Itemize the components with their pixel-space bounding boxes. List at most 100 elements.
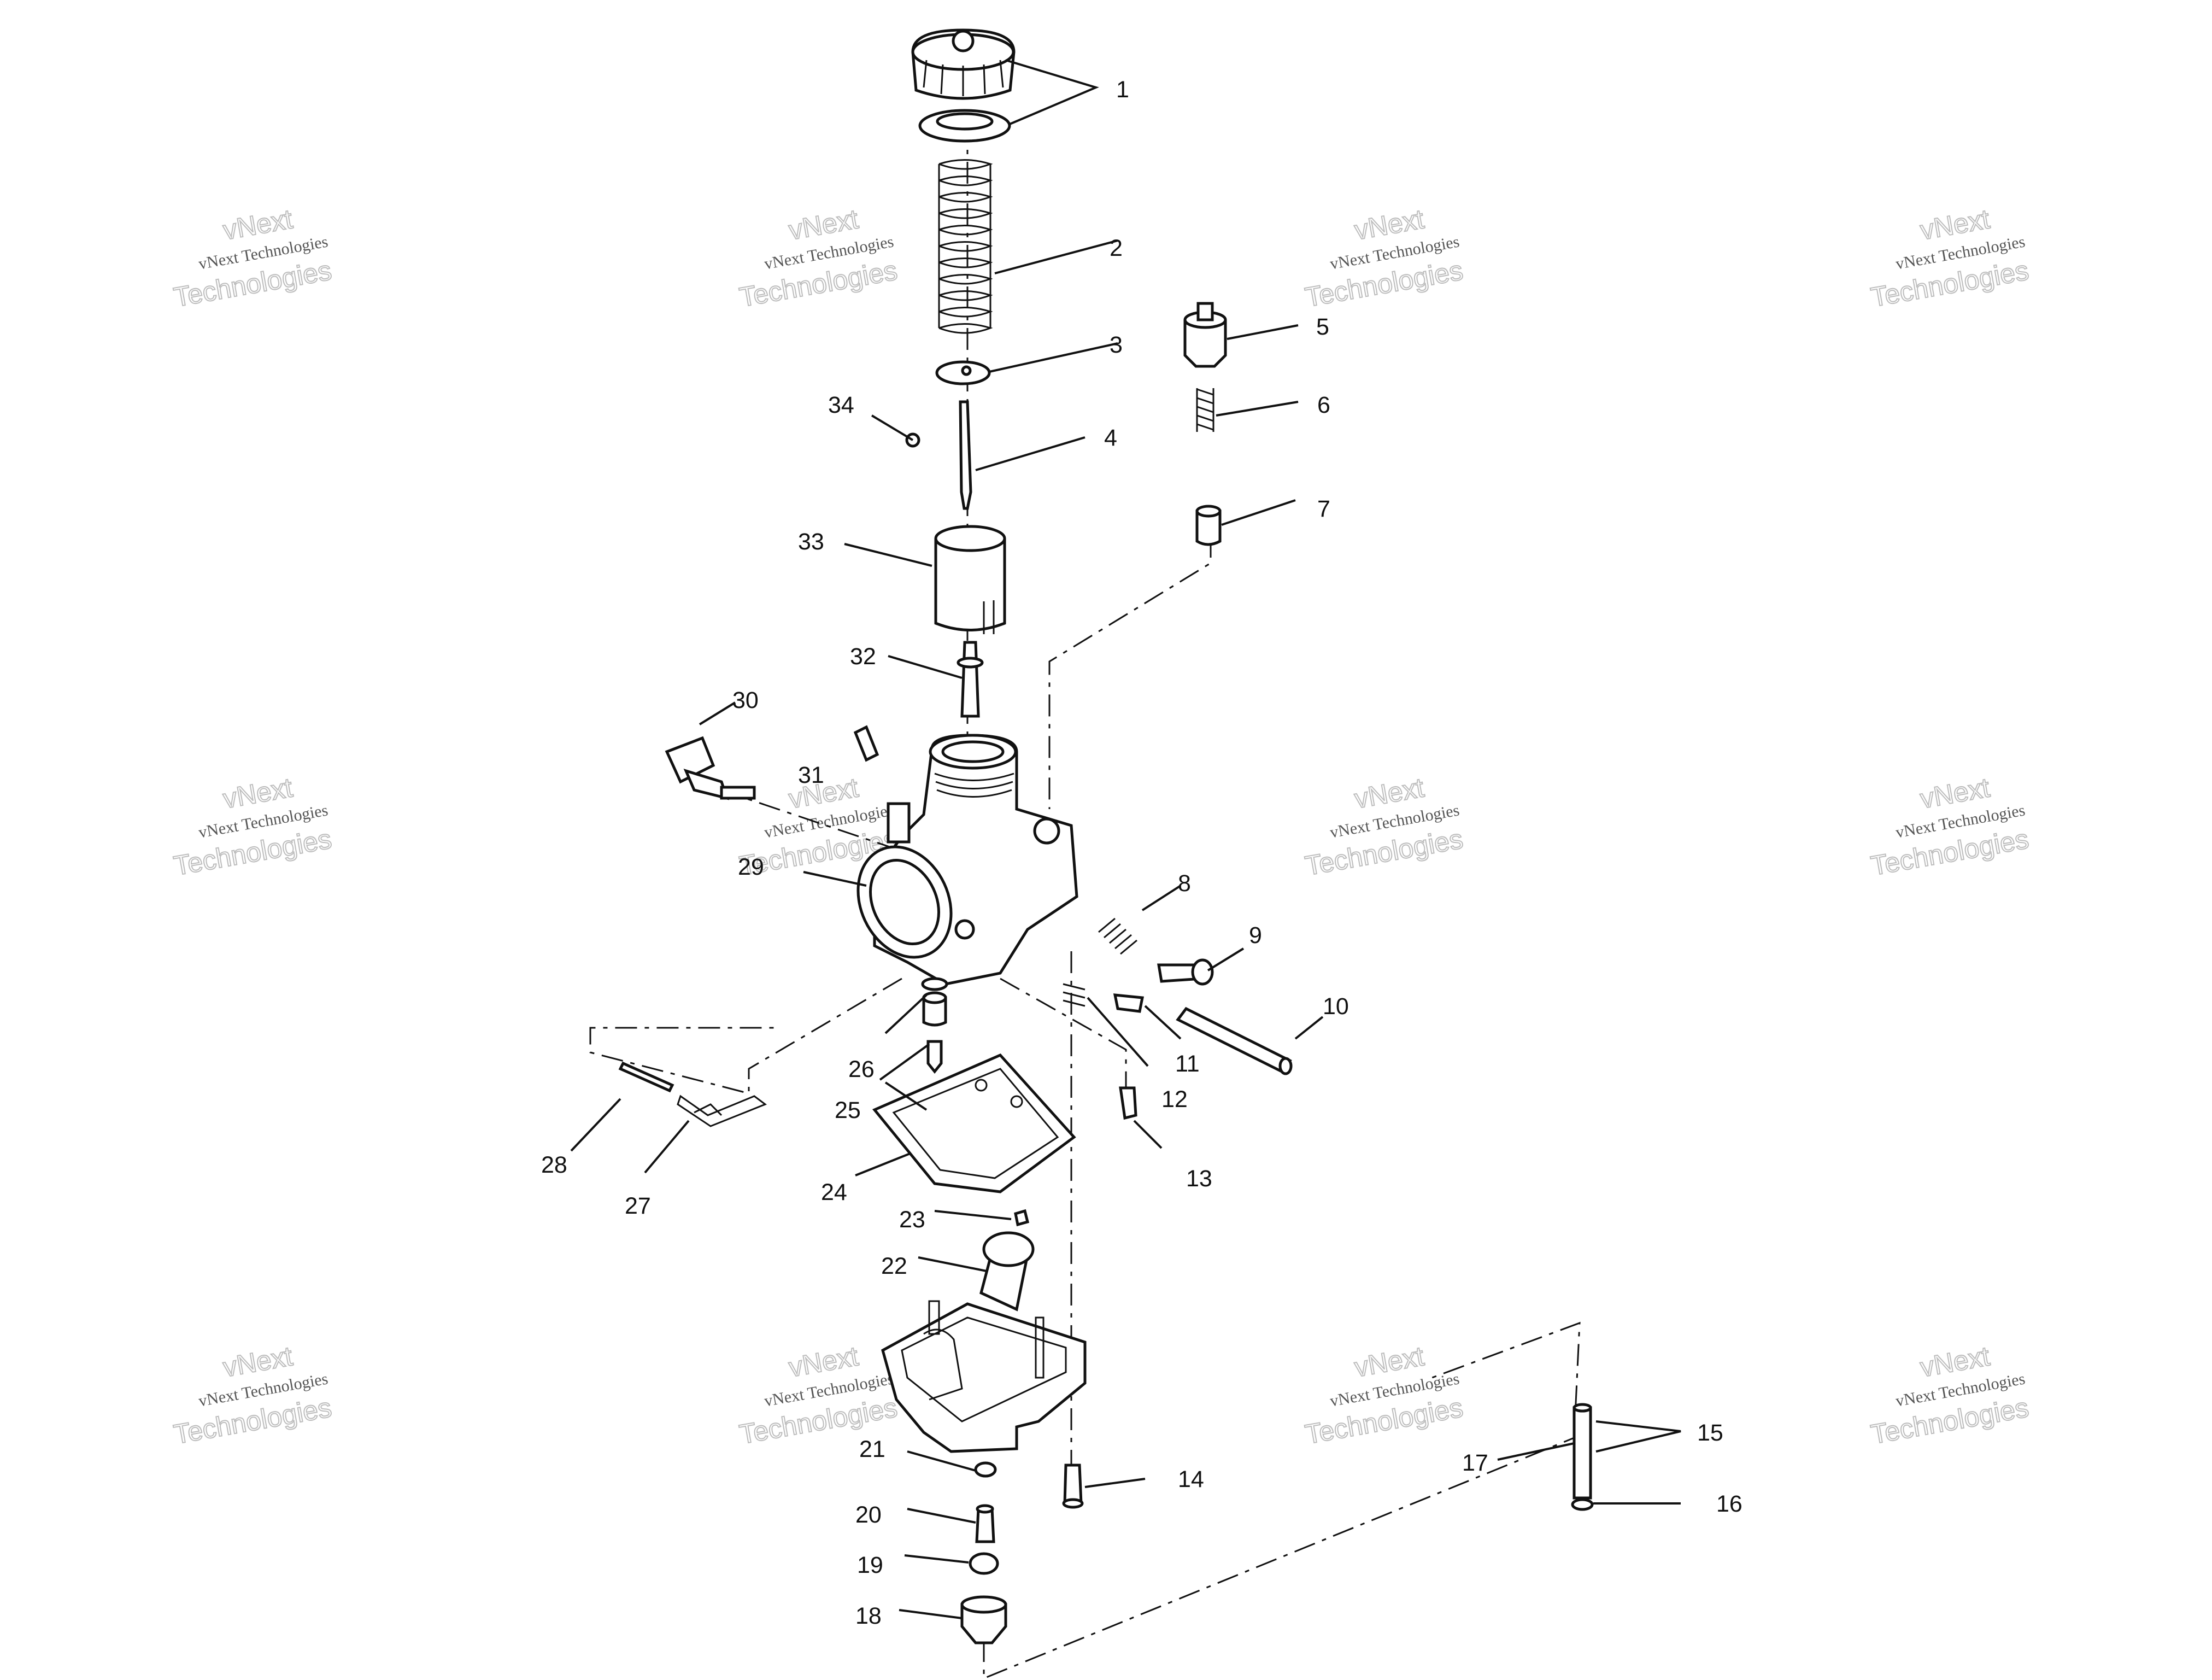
leader-19 (904, 1554, 969, 1564)
callout-30: 30 (732, 687, 759, 713)
leader-32 (888, 655, 963, 679)
leader-27 (644, 1120, 690, 1174)
callout-3: 3 (1110, 332, 1123, 358)
leader-17 (1497, 1442, 1575, 1461)
watermark-line1: vNext (1918, 1341, 1992, 1383)
watermark-line1: vNext (1918, 203, 1992, 245)
watermark-line1: vNext (1352, 772, 1427, 814)
leader-26 (884, 994, 928, 1034)
leader-lines (570, 59, 1681, 1619)
leader-24 (855, 1152, 911, 1176)
watermark-r3c1: vNext vNext Technologies Technologies (171, 1340, 335, 1450)
callout-33: 33 (798, 529, 824, 555)
callout-18: 18 (855, 1603, 882, 1629)
callout-19: 19 (857, 1552, 883, 1578)
leader-22 (918, 1256, 987, 1272)
leader-13 (1133, 1120, 1163, 1149)
callout-5: 5 (1316, 314, 1329, 340)
guide-line-7 (1048, 536, 1212, 809)
float-bowl (881, 1300, 1087, 1453)
leader-3 (989, 342, 1118, 373)
cap-washer (918, 109, 1011, 143)
callout-24: 24 (821, 1179, 847, 1205)
callout-11: 11 (1175, 1051, 1200, 1077)
guide-line-27-28 (589, 977, 902, 1094)
leader-2 (994, 239, 1118, 274)
leader-20 (907, 1508, 976, 1524)
drain-washer (974, 1461, 997, 1478)
float-valve-seat (921, 977, 948, 1027)
leader-15 (1595, 1420, 1681, 1453)
leader-28 (570, 1098, 621, 1152)
watermark-line1: vNext (787, 1341, 861, 1383)
overflow-tube (1176, 1006, 1293, 1075)
parts (618, 28, 1594, 1644)
callout-14: 14 (1178, 1466, 1204, 1492)
callout-4: 4 (1104, 425, 1117, 451)
main-jet (975, 1504, 995, 1543)
throttle-stop-spring (1063, 983, 1086, 1007)
watermark-r1c4: vNext vNext Technologies Technologies (1868, 203, 2032, 313)
callout-6: 6 (1317, 392, 1330, 418)
watermark-r2c4: vNext vNext Technologies Technologies (1868, 771, 2032, 882)
carburetor-body (856, 734, 1078, 986)
pilot-spring (1196, 388, 1214, 432)
float (979, 1231, 1035, 1312)
pilot-screw-cap (1195, 505, 1222, 546)
idle-screw (1157, 958, 1214, 986)
leader-12 (1144, 1005, 1182, 1040)
callout-15: 15 (1697, 1420, 1723, 1446)
leader-6 (1216, 401, 1299, 417)
callout-27: 27 (625, 1193, 651, 1219)
float-bowl-gasket (872, 1053, 1076, 1193)
leader-23 (934, 1210, 1012, 1220)
callout-13: 13 (1186, 1166, 1212, 1192)
callout-31: 31 (798, 762, 824, 788)
callout-16: 16 (1716, 1491, 1742, 1517)
leader-1 (1005, 59, 1099, 126)
callout-17: 17 (1462, 1450, 1488, 1476)
idle-spring (1098, 917, 1137, 955)
callout-1: 1 (1116, 77, 1129, 103)
leader-7 (1221, 499, 1296, 526)
choke-plunger (665, 736, 756, 800)
watermark-r2c3: vNext vNext Technologies Technologies (1302, 771, 1466, 882)
watermark-r3c3: vNext vNext Technologies Technologies (1302, 1340, 1466, 1450)
float-needle (926, 1040, 943, 1074)
leader-25 (879, 1043, 930, 1111)
watermark-r3c2: vNext vNext Technologies Technologies (737, 1340, 900, 1450)
needle-jet (957, 641, 984, 718)
callout-26: 26 (848, 1056, 875, 1082)
leader-10 (1294, 1016, 1324, 1040)
leader-9 (1207, 947, 1245, 971)
callout-2: 2 (1110, 235, 1123, 261)
watermark-r1c3: vNext vNext Technologies Technologies (1302, 203, 1466, 313)
watermark-line1: vNext (1918, 772, 1992, 814)
assembly-lines (589, 120, 1581, 1680)
watermark-r1c1: vNext vNext Technologies Technologies (171, 203, 335, 313)
throttle-stop-screw (1113, 993, 1144, 1013)
leader-11 (1087, 997, 1149, 1067)
drain-plug (960, 1595, 1007, 1644)
callout-21: 21 (859, 1436, 885, 1462)
pilot-air-screw (1183, 302, 1227, 368)
watermark-line1: vNext (221, 772, 295, 814)
leader-18 (899, 1609, 963, 1619)
callout-9: 9 (1249, 922, 1262, 949)
leader-33 (844, 543, 932, 567)
callout-10: 10 (1323, 993, 1349, 1020)
leader-4 (975, 436, 1086, 471)
float-arm (677, 1094, 767, 1127)
o-ring (969, 1552, 999, 1575)
callout-7: 7 (1317, 496, 1330, 522)
watermark-line1: vNext (1352, 203, 1427, 245)
callout-29: 29 (738, 854, 764, 880)
watermark-r2c1: vNext vNext Technologies Technologies (171, 771, 335, 882)
watermark-grid: vNext vNext Technologies Technologies vN… (171, 203, 2032, 1450)
overflow-pipe (1573, 1403, 1592, 1500)
callout-labels: 1 2 3 4 5 6 7 8 9 10 11 12 13 14 15 16 1… (541, 77, 1742, 1629)
guide-line-30 (680, 775, 908, 854)
callout-12: 12 (1161, 1086, 1188, 1113)
mixing-chamber-cap (911, 28, 1016, 100)
